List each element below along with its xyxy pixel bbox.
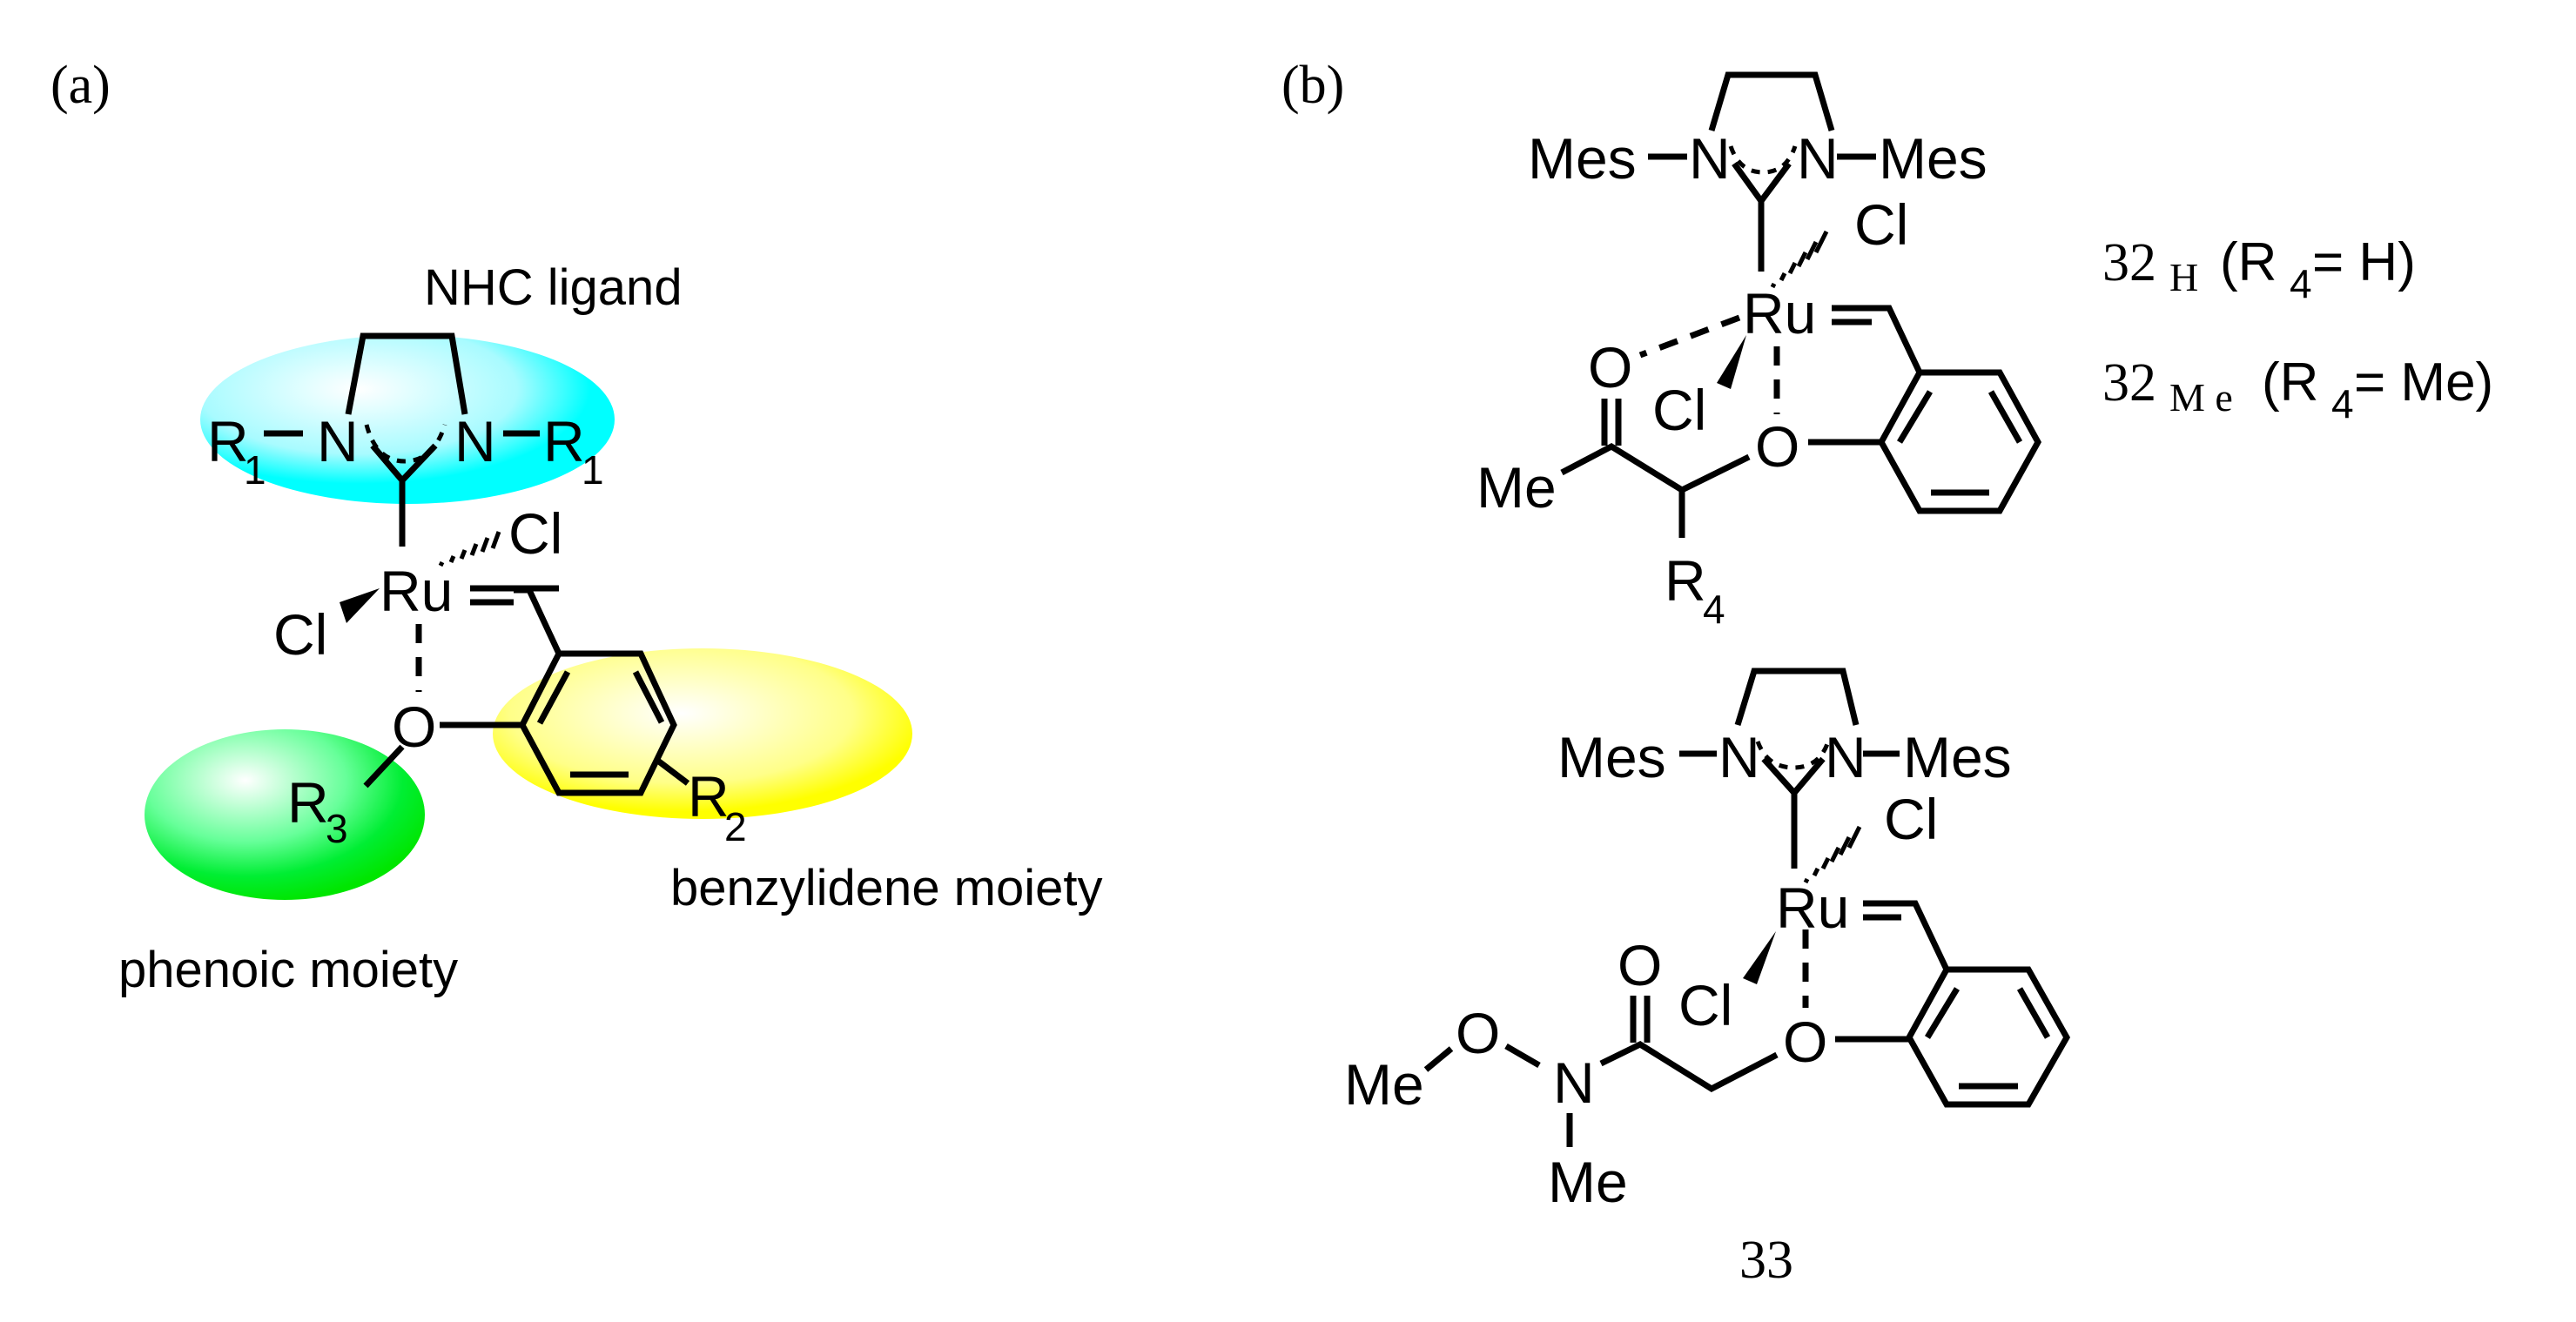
- compound-33-structure: Mes N N Mes Ru Cl O: [1344, 668, 2071, 1214]
- panel-a: (a) NHC ligand R 1 N N R 1 Ru Cl Cl: [50, 56, 1103, 998]
- mes-left-33: Mes: [1557, 725, 1666, 789]
- r4-subscript-32: 4: [1703, 587, 1725, 632]
- panel-b: (b) Mes N N Mes Ru Cl: [1281, 56, 2493, 1290]
- wedge-bond-cl-33: [1743, 931, 1776, 984]
- variant-desc-close: = Me): [2354, 352, 2493, 413]
- n-right-32: N: [1797, 126, 1839, 191]
- phenoic-highlight-ellipse: [145, 729, 425, 900]
- mes-left-32: Mes: [1528, 126, 1637, 191]
- cl-left-atom: Cl: [273, 602, 327, 667]
- o-ether-33: O: [1783, 1010, 1827, 1074]
- phenoic-caption: phenoic moiety: [118, 942, 458, 998]
- me-32: Me: [1476, 455, 1557, 520]
- cl-bottom-33: Cl: [1678, 973, 1732, 1037]
- r1-left-atom: R: [207, 409, 249, 473]
- r2-subscript: 2: [724, 804, 747, 849]
- cl-top-33: Cl: [1884, 787, 1938, 851]
- n-left-33: N: [1718, 725, 1760, 789]
- cl-top-32: Cl: [1854, 192, 1908, 257]
- hashed-bond-cl: [438, 531, 501, 567]
- r1-right-subscript: 1: [582, 447, 604, 493]
- wedge-bond-cl-32: [1717, 335, 1746, 389]
- o-carbonyl-33: O: [1618, 933, 1662, 997]
- r3-subscript: 3: [326, 806, 348, 851]
- variant-desc-sub: 4: [2331, 381, 2354, 426]
- variant-desc-close: = H): [2312, 232, 2416, 292]
- nhc-ring-a: [264, 332, 540, 547]
- compound-id: 32: [2102, 353, 2156, 413]
- variant-desc-open: (R: [2220, 232, 2277, 292]
- r1-right-atom: R: [543, 409, 585, 473]
- n-amide-33: N: [1553, 1050, 1595, 1115]
- variant-desc-open: (R: [2262, 352, 2318, 413]
- compound-32-structure: Mes N N Mes Ru Cl O: [1476, 71, 2042, 632]
- r3-atom: R: [287, 770, 329, 835]
- ru-32: Ru: [1743, 281, 1816, 346]
- wedge-bond-cl: [340, 588, 380, 623]
- panel-a-label: (a): [50, 56, 111, 115]
- o-ether-32: O: [1755, 414, 1799, 479]
- n-left-32: N: [1689, 126, 1731, 191]
- variant-desc-sub: 4: [2290, 261, 2312, 306]
- hashed-bond-cl-32: [1770, 230, 1829, 289]
- cl-bottom-32: Cl: [1652, 378, 1706, 442]
- cl-top-atom: Cl: [508, 501, 562, 566]
- ru-33: Ru: [1776, 876, 1849, 940]
- mes-right-32: Mes: [1879, 126, 1987, 191]
- o-carbonyl-32: O: [1588, 335, 1632, 399]
- mes-right-33: Mes: [1903, 725, 2012, 789]
- hashed-bond-cl-33: [1803, 825, 1862, 884]
- n-right-33: N: [1825, 725, 1866, 789]
- r2-atom: R: [688, 764, 730, 829]
- benzylidene-caption: benzylidene moiety: [670, 860, 1103, 916]
- compound-32-variant-me: 32 M e (R 4 = Me): [2102, 352, 2493, 426]
- r4-32: R: [1665, 548, 1706, 613]
- me-n-33: Me: [1548, 1150, 1628, 1214]
- r1-left-subscript: 1: [244, 447, 266, 493]
- n-left-atom: N: [317, 409, 359, 473]
- compound-33-label: 33: [1739, 1231, 1793, 1290]
- compound-32-variant-h: 32 H (R 4 = H): [2102, 232, 2416, 306]
- compound-suffix: M e: [2169, 375, 2233, 419]
- ru-atom: Ru: [380, 559, 453, 623]
- compound-suffix: H: [2169, 255, 2198, 299]
- compound-id: 32: [2102, 233, 2156, 292]
- n-right-atom: N: [454, 409, 496, 473]
- o-methoxy-33: O: [1456, 1001, 1500, 1065]
- me-methoxy-33: Me: [1344, 1052, 1424, 1117]
- panel-b-label: (b): [1281, 56, 1344, 115]
- nhc-highlight-ellipse: [200, 335, 615, 504]
- nhc-ligand-caption: NHC ligand: [424, 259, 683, 316]
